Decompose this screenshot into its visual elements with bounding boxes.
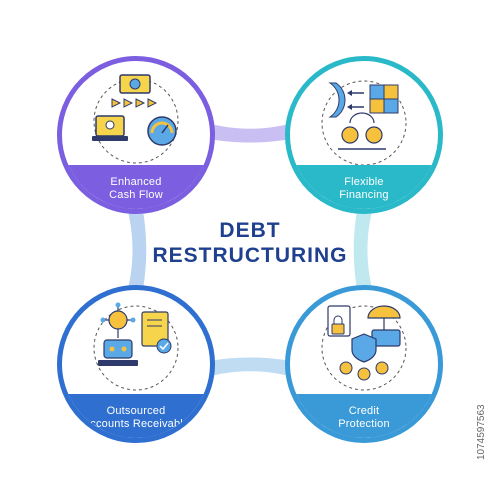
diagram-title: DEBT RESTRUCTURING [140, 218, 360, 268]
node-band: Flexible Financing [290, 165, 438, 209]
title-line-1: DEBT [219, 219, 281, 242]
node-label: Enhanced Cash Flow [109, 176, 163, 201]
node-band: Outsourced Accounts Receivable [62, 394, 210, 438]
node-label: Credit Protection [338, 405, 390, 430]
node-enhanced-cash-flow: Enhanced Cash Flow [57, 56, 215, 214]
node-credit-protection: Credit Protection [285, 285, 443, 443]
node-flexible-financing: Flexible Financing [285, 56, 443, 214]
title-line-2: RESTRUCTURING [152, 244, 348, 267]
puzzle-financing-icon [321, 80, 407, 166]
node-label: Flexible Financing [339, 176, 389, 201]
node-outsourced-accounts-receivable: Outsourced Accounts Receivable [57, 285, 215, 443]
umbrella-shield-icon [321, 305, 407, 391]
node-label: Outsourced Accounts Receivable [82, 405, 190, 430]
network-document-icon [93, 302, 179, 391]
cash-flow-icon [92, 74, 179, 164]
node-band: Credit Protection [290, 394, 438, 438]
node-band: Enhanced Cash Flow [62, 165, 210, 209]
stock-id: 1074597563 [476, 404, 487, 460]
